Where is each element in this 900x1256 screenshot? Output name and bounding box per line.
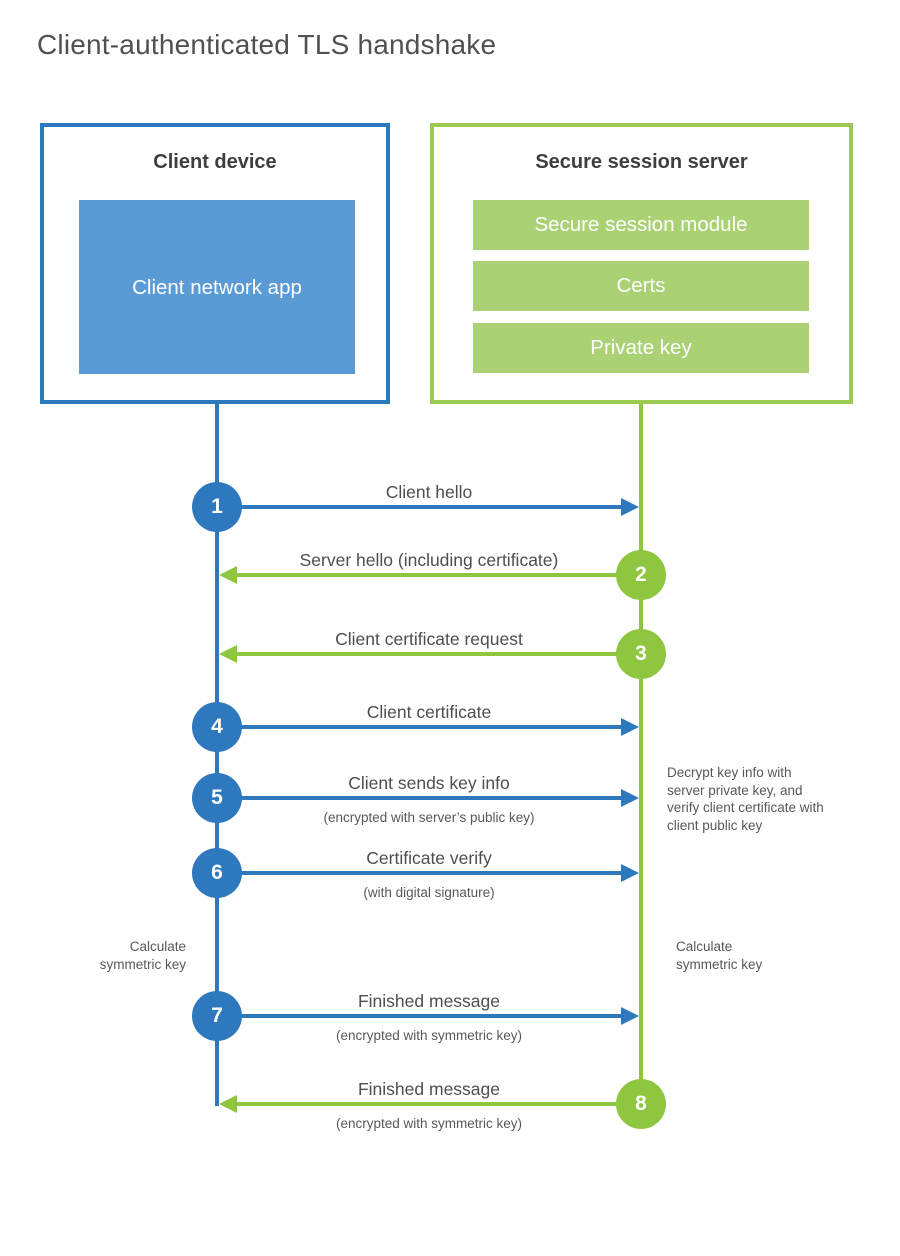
message-sublabel: (encrypted with server’s public key) bbox=[323, 810, 535, 825]
message-label: Client certificate bbox=[366, 702, 492, 722]
step-circle: 4 bbox=[192, 702, 242, 752]
calculate-symmetric-key-note-client: Calculate symmetric key bbox=[99, 939, 186, 972]
step-circle: 8 bbox=[616, 1079, 666, 1129]
message-label: Client sends key info bbox=[348, 773, 510, 793]
client-network-app-block: Client network app bbox=[79, 200, 355, 374]
message-label: Finished message bbox=[357, 991, 501, 1011]
arrow-head-icon bbox=[219, 645, 237, 663]
secure-session-server-box: Secure session server Secure session mod… bbox=[430, 123, 853, 404]
decrypt-key-note: Decrypt key info with server private key… bbox=[667, 765, 824, 833]
step-circle: 5 bbox=[192, 773, 242, 823]
arrow-line bbox=[217, 725, 621, 729]
message-label: Finished message bbox=[357, 1079, 501, 1099]
page-title: Client-authenticated TLS handshake bbox=[37, 29, 497, 60]
arrow-head-icon bbox=[621, 718, 639, 736]
calculate-symmetric-key-note-server: Calculate symmetric key bbox=[676, 939, 763, 972]
server-lifeline bbox=[639, 404, 643, 1104]
arrow-head-icon bbox=[621, 864, 639, 882]
step-circle: 3 bbox=[616, 629, 666, 679]
message-label: Client certificate request bbox=[335, 629, 523, 649]
step-circle: 7 bbox=[192, 991, 242, 1041]
secure-session-server-title: Secure session server bbox=[535, 151, 748, 173]
arrow-line bbox=[217, 871, 621, 875]
arrow-head-icon bbox=[621, 789, 639, 807]
client-lifeline bbox=[215, 404, 219, 1106]
step-circle: 6 bbox=[192, 848, 242, 898]
server-module-certs: Certs bbox=[473, 261, 809, 311]
message-4: 4 Client certificate bbox=[192, 702, 666, 752]
arrow-line bbox=[217, 505, 621, 509]
client-device-box: Client device Client network app bbox=[40, 123, 390, 404]
arrow-line bbox=[217, 796, 621, 800]
message-8: 8 Finished message (encrypted with symme… bbox=[192, 1079, 666, 1131]
message-7: 7 Finished message (encrypted with symme… bbox=[192, 991, 666, 1043]
message-sublabel: (encrypted with symmetric key) bbox=[335, 1116, 523, 1131]
arrow-head-icon bbox=[219, 566, 237, 584]
message-6: 6 Certificate verify (with digital signa… bbox=[192, 848, 666, 900]
message-sublabel: (with digital signature) bbox=[363, 885, 495, 900]
message-label: Client hello bbox=[385, 482, 473, 502]
message-1: 1 Client hello bbox=[192, 482, 666, 532]
arrow-head-icon bbox=[621, 498, 639, 516]
message-3: 3 Client certificate request bbox=[192, 629, 666, 679]
arrow-line bbox=[217, 1014, 621, 1018]
message-label: Certificate verify bbox=[366, 848, 492, 868]
message-sublabel: (encrypted with symmetric key) bbox=[335, 1028, 523, 1043]
client-device-title: Client device bbox=[153, 151, 277, 173]
arrow-line bbox=[237, 1102, 641, 1106]
arrow-head-icon bbox=[219, 1095, 237, 1113]
arrow-line bbox=[237, 652, 641, 656]
step-circle: 1 bbox=[192, 482, 242, 532]
step-circle: 2 bbox=[616, 550, 666, 600]
server-module-secure-session: Secure session module bbox=[473, 200, 809, 250]
client-network-app-label: Client network app bbox=[132, 275, 302, 299]
message-label: Server hello (including certificate) bbox=[299, 550, 559, 570]
message-2: 2 Server hello (including certificate) bbox=[192, 550, 666, 600]
message-5: 5 Client sends key info (encrypted with … bbox=[192, 773, 666, 825]
arrow-head-icon bbox=[621, 1007, 639, 1025]
arrow-line bbox=[237, 573, 641, 577]
server-module-private-key: Private key bbox=[473, 323, 809, 373]
